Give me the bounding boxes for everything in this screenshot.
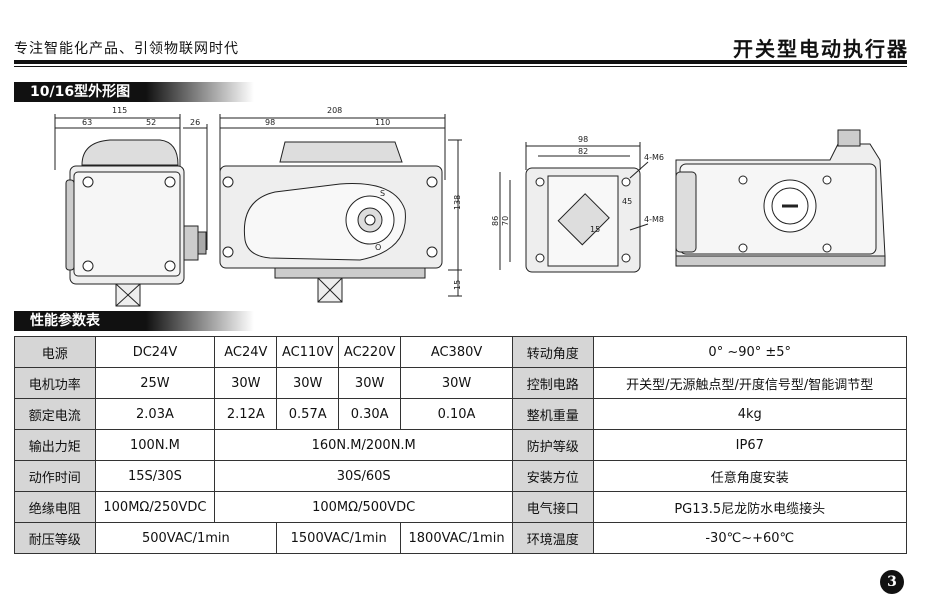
row-label-right: 控制电路 (511, 367, 594, 399)
cell: 100MΩ/250VDC (94, 491, 216, 523)
header-rule-thin (14, 66, 907, 67)
row-label-right: 环境温度 (511, 522, 594, 554)
cell: 100N.M (94, 429, 216, 461)
dim-138: 138 (453, 195, 462, 210)
cell-right: 4kg (592, 398, 907, 430)
cell: AC24V (214, 336, 278, 368)
row-label-right: 整机重量 (511, 398, 594, 430)
row-label: 额定电流 (14, 398, 96, 430)
dim-115: 115 (112, 106, 127, 115)
dim-15b: 15 (590, 225, 600, 234)
table-row: 输出力矩 100N.M 160N.M/200N.M 防护等级 IP67 (14, 429, 907, 461)
drawing-section-title: 10/16型外形图 (14, 82, 254, 102)
table-row: 绝缘电阻 100MΩ/250VDC 100MΩ/500VDC 电气接口 PG13… (14, 491, 907, 523)
table-row: 额定电流 2.03A 2.12A 0.57A 0.30A 0.10A 整机重量 … (14, 398, 907, 430)
dim-86: 86 (491, 216, 500, 226)
row-label: 电源 (14, 336, 96, 368)
cell: 30W (276, 367, 340, 399)
cell: 0.30A (338, 398, 402, 430)
cell: 0.57A (276, 398, 340, 430)
mark-s: S (380, 189, 385, 198)
specs-table: 电源 DC24V AC24V AC110V AC220V AC380V 转动角度… (14, 336, 907, 554)
cell: 2.12A (214, 398, 278, 430)
cell: 500VAC/1min (94, 522, 278, 554)
table-row: 电机功率 25W 30W 30W 30W 30W 控制电路 开关型/无源触点型/… (14, 367, 907, 399)
header-slogan: 专注智能化产品、引领物联网时代 (14, 41, 239, 57)
mark-o: O (375, 243, 381, 252)
dim-208: 208 (327, 106, 342, 115)
cell-right: 开关型/无源触点型/开度信号型/智能调节型 (592, 367, 907, 399)
row-label: 输出力矩 (14, 429, 96, 461)
row-label-right: 安装方位 (511, 460, 594, 492)
row-label-right: 转动角度 (511, 336, 594, 368)
row-label: 动作时间 (14, 460, 96, 492)
cell-right: IP67 (592, 429, 907, 461)
page-title: 开关型电动执行器 (733, 37, 909, 61)
row-label: 耐压等级 (14, 522, 96, 554)
dim-98: 98 (265, 118, 275, 127)
cell: 160N.M/200N.M (214, 429, 513, 461)
dim-98b: 98 (578, 135, 588, 144)
dim-82: 82 (578, 147, 588, 156)
front-view (219, 114, 462, 303)
table-row: 电源 DC24V AC24V AC110V AC220V AC380V 转动角度… (14, 336, 907, 368)
cell: 30W (214, 367, 278, 399)
cell: 1500VAC/1min (276, 522, 402, 554)
row-label: 电机功率 (14, 367, 96, 399)
dim-110: 110 (375, 118, 390, 127)
dim-15: 15 (453, 280, 462, 290)
row-label-right: 电气接口 (511, 491, 594, 523)
dim-m6: 4-M6 (644, 153, 664, 162)
flange-view (499, 142, 649, 273)
specs-section-title: 性能参数表 (14, 311, 254, 331)
cell: AC380V (400, 336, 513, 368)
cell: AC110V (276, 336, 340, 368)
top-view (675, 129, 886, 267)
row-label: 绝缘电阻 (14, 491, 96, 523)
cell-right: -30℃~+60℃ (592, 522, 907, 554)
side-view (54, 114, 208, 307)
cell: DC24V (94, 336, 216, 368)
table-row: 动作时间 15S/30S 30S/60S 安装方位 任意角度安装 (14, 460, 907, 492)
cell-right: 任意角度安装 (592, 460, 907, 492)
cell: 25W (94, 367, 216, 399)
dimension-drawing: 115 63 52 26 208 98 110 138 15 S O 98 82… (54, 106, 886, 307)
cell: 100MΩ/500VDC (214, 491, 513, 523)
dim-m8: 4-M8 (644, 215, 664, 224)
cell: 30S/60S (214, 460, 513, 492)
cell: 0.10A (400, 398, 513, 430)
cell: AC220V (338, 336, 402, 368)
dim-63: 63 (82, 118, 92, 127)
cell-right: PG13.5尼龙防水电缆接头 (592, 491, 907, 523)
dim-70: 70 (501, 216, 510, 226)
page-number: 3 (880, 570, 904, 594)
dim-52: 52 (146, 118, 156, 127)
cell: 30W (338, 367, 402, 399)
dim-26: 26 (190, 118, 200, 127)
cell: 1800VAC/1min (400, 522, 513, 554)
cell: 30W (400, 367, 513, 399)
cell: 15S/30S (94, 460, 216, 492)
header-rule (14, 60, 907, 64)
dim-45: 45 (622, 197, 632, 206)
table-row: 耐压等级 500VAC/1min 1500VAC/1min 1800VAC/1m… (14, 522, 907, 554)
row-label-right: 防护等级 (511, 429, 594, 461)
cell-right: 0° ~90° ±5° (592, 336, 907, 368)
cell: 2.03A (94, 398, 216, 430)
